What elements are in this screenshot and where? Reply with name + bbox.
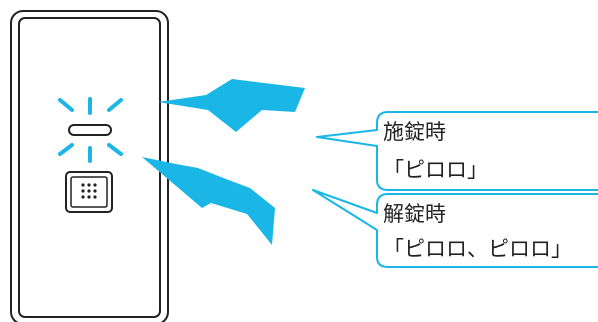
callout-locking-title: 施錠時 [383,120,446,144]
callout-locking-sound: 「ピロロ」 [383,158,488,182]
signal-bolt-icon [158,79,305,132]
callout-locking: 施錠時 「ピロロ」 [316,111,598,191]
signal-bolt-icon [142,157,275,245]
callout-unlocking-sound: 「ピロロ、ピロロ」 [383,237,572,261]
callout-unlocking: 解錠時 「ピロロ、ピロロ」 [312,189,598,268]
keypad-button-icon [65,171,113,213]
indicator-light-icon [58,97,123,163]
lock-device-icon [10,10,169,322]
callout-unlocking-title: 解錠時 [383,202,446,226]
